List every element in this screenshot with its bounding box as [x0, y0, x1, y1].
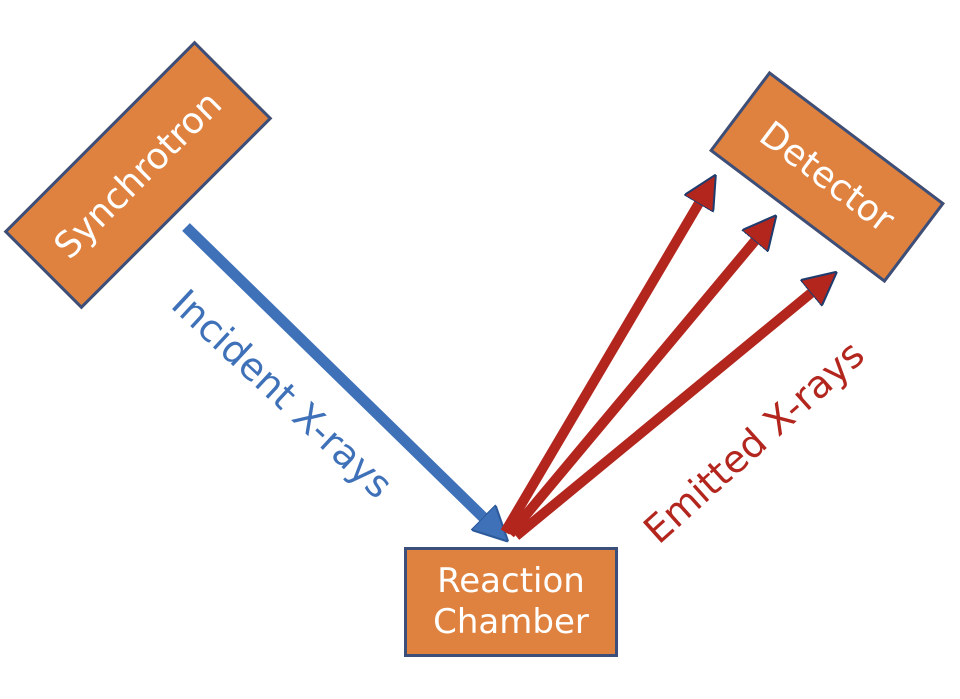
reaction-chamber-label-line2: Chamber: [433, 602, 589, 642]
incident-xray-arrow: [182, 223, 488, 522]
emitted-xray-arrow-1: [500, 198, 702, 535]
reaction-chamber-label-line1: Reaction: [437, 561, 585, 602]
reaction-chamber-box: Reaction Chamber: [404, 547, 618, 657]
emitted-xray-arrow-2: [506, 236, 759, 538]
emitted-xray-arrow-3: [512, 289, 816, 540]
